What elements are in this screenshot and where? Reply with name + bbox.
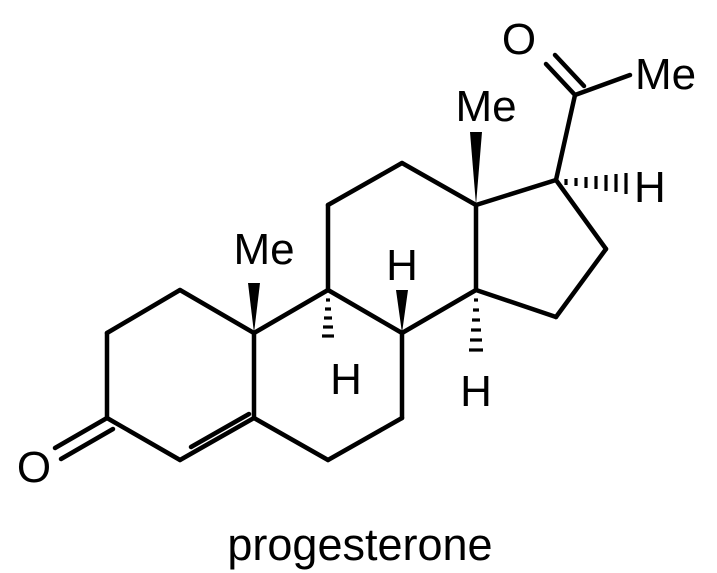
stereo-hashes [322, 173, 628, 352]
wedge-c10-methyl [248, 283, 260, 333]
bond-c20-o20-b [552, 52, 587, 89]
label-h17: H [634, 163, 666, 212]
label-h14: H [460, 367, 492, 416]
bond-c13-c17 [473, 177, 559, 208]
bond-c14-c8 [399, 287, 479, 336]
label-me10: Me [233, 225, 294, 274]
label-h9: H [330, 355, 362, 404]
bond-lines [52, 52, 633, 463]
hash-c14-hydrogen [469, 298, 483, 352]
bond-c7-c6 [325, 415, 405, 463]
bond-c3-c4 [104, 415, 183, 463]
compound-name: progesterone [227, 519, 492, 570]
bond-c10-c9 [251, 287, 331, 336]
label-me-ketone: Me [635, 50, 696, 99]
stereo-wedges [248, 132, 482, 333]
bond-c6-c5 [251, 415, 331, 463]
bond-c9-c8 [325, 287, 405, 336]
label-o3: O [17, 443, 51, 492]
label-o20: O [502, 15, 536, 64]
bond-c20-c21 [572, 72, 633, 98]
bond-c4-c5 [177, 415, 257, 463]
bond-c20-o20-a [543, 61, 578, 98]
bond-c17-c16 [553, 177, 609, 252]
bond-c11-c12 [325, 160, 405, 208]
atom-labels: O O Me Me Me H H H H [17, 15, 696, 492]
bond-c1-c2 [104, 287, 183, 336]
bond-c3-o3-b [58, 426, 116, 462]
bond-c16-c15 [553, 246, 609, 320]
label-me13: Me [455, 82, 516, 131]
bond-c10-c1 [177, 287, 257, 336]
bond-c4-c5-inner [188, 411, 252, 450]
hash-c17-hydrogen [564, 173, 628, 194]
bond-c3-o3-a [52, 415, 110, 451]
wedge-c8-hydrogen [396, 290, 408, 333]
bond-c12-c13 [399, 160, 479, 208]
wedge-c13-methyl [470, 132, 482, 205]
bond-c17-c20 [553, 92, 578, 183]
hash-c9-hydrogen [322, 298, 334, 338]
label-h8: H [386, 241, 418, 290]
bond-c15-c14 [473, 287, 559, 320]
